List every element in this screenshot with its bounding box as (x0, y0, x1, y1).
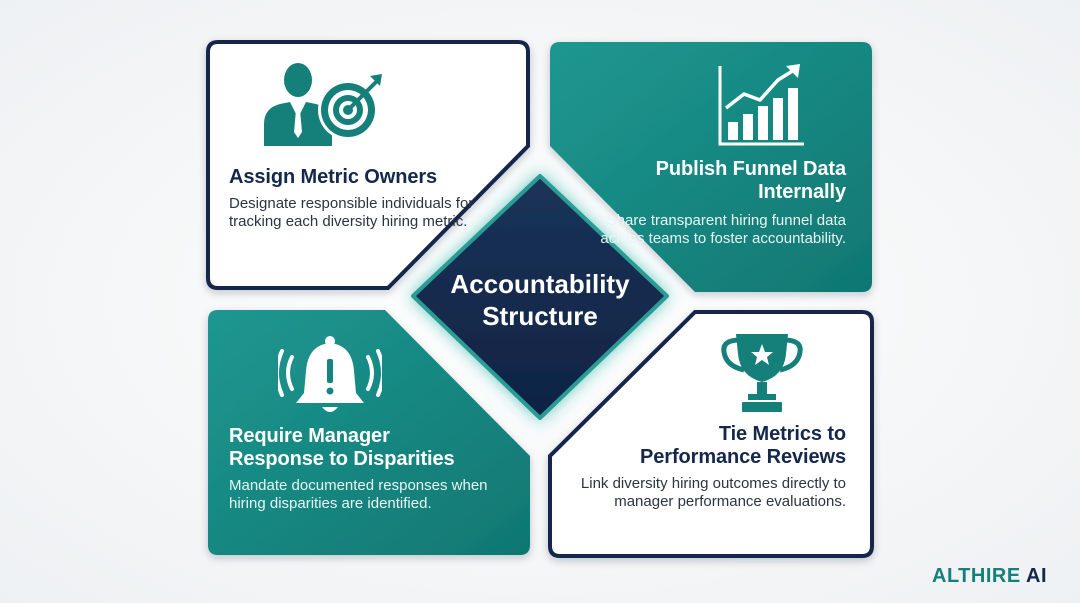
card-publish-funnel-data: Publish Funnel Data Internally Share tra… (580, 158, 846, 248)
card-title: Tie Metrics to Performance Reviews (560, 423, 846, 469)
brand-logo: ALTHIRE AI (932, 565, 1064, 588)
card-title: Publish Funnel Data Internally (580, 158, 846, 204)
card-description: Mandate documented responses when hiring… (229, 477, 488, 512)
card-title-line2: Internally (758, 181, 846, 203)
card-title-line1: Publish Funnel Data (655, 158, 846, 180)
card-title: Assign Metric Owners (229, 166, 438, 188)
card-description: Link diversity hiring outcomes directly … (580, 475, 846, 510)
card-title: Require Manager Response to Disparities (229, 425, 519, 471)
card-description: Share transparent hiring funnel data acr… (600, 212, 846, 247)
center-label: Accountability Structure (420, 268, 660, 332)
manager-target-icon (264, 63, 382, 146)
rising-bar-chart-icon (718, 64, 804, 146)
center-label-line2: Structure (482, 301, 598, 331)
card-title-line1: Tie Metrics to (718, 423, 846, 445)
center-label-line1: Accountability (450, 269, 630, 299)
card-tie-metrics: Tie Metrics to Performance Reviews Link … (560, 423, 846, 511)
alert-bell-icon (278, 336, 382, 412)
card-assign-metric-owners: Assign Metric Owners Designate responsib… (229, 166, 509, 231)
trophy-icon (721, 334, 803, 412)
brand-name: ALTHIRE (932, 565, 1021, 587)
card-title-line2: Response to Disparities (229, 448, 455, 470)
card-require-manager-response: Require Manager Response to Disparities … (229, 425, 519, 513)
card-title-line2: Performance Reviews (640, 446, 846, 468)
brand-suffix: AI (1026, 565, 1048, 587)
card-description: Designate responsible individuals for tr… (229, 195, 474, 230)
card-title-line1: Require Manager (229, 425, 390, 447)
